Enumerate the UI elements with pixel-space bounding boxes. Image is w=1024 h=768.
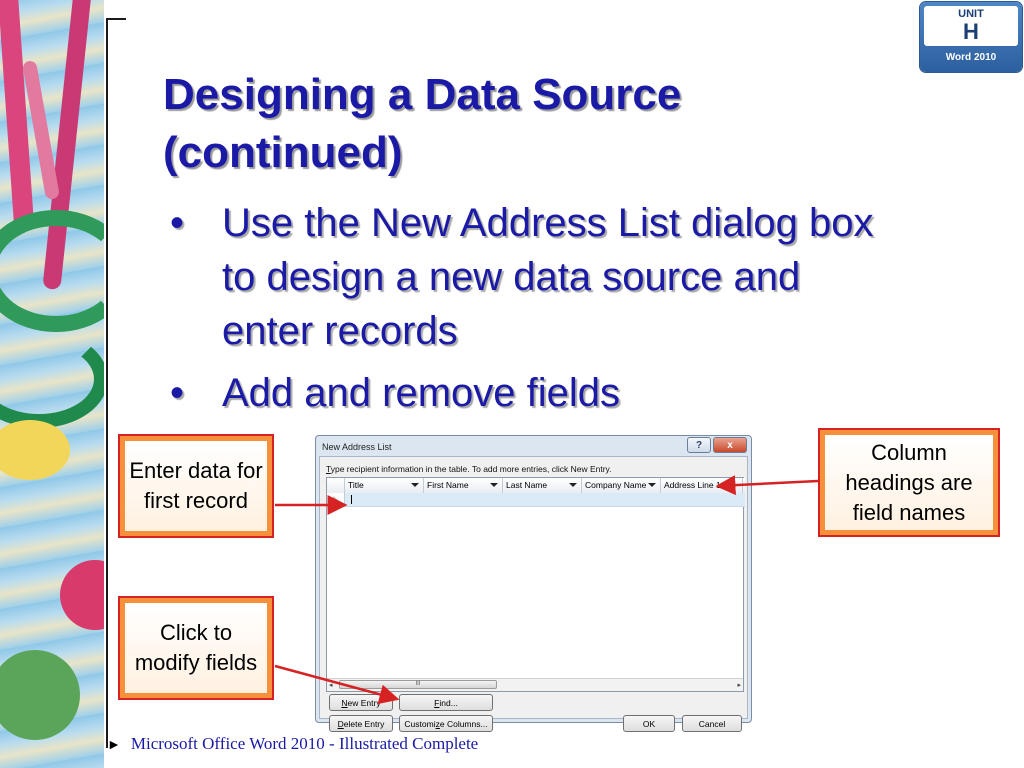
table-row[interactable] bbox=[327, 493, 745, 507]
new-address-list-dialog: New Address List ? x Type recipient info… bbox=[315, 435, 752, 732]
dialog-instruction: Type recipient information in the table.… bbox=[326, 464, 612, 474]
callout-column-headings: Column headings are field names bbox=[818, 428, 1000, 537]
row-selector[interactable] bbox=[327, 493, 345, 506]
row-selector-header bbox=[327, 478, 345, 493]
pink-stroke bbox=[0, 0, 35, 231]
column-header-title[interactable]: Title bbox=[345, 478, 424, 493]
footer-text: Microsoft Office Word 2010 - Illustrated… bbox=[130, 734, 479, 753]
bullet-list: • Use the New Address List dialog box to… bbox=[168, 196, 888, 428]
green-swirl bbox=[0, 210, 104, 332]
yellow-patch bbox=[0, 420, 70, 480]
close-icon: x bbox=[727, 439, 733, 451]
footer: ► Microsoft Office Word 2010 - Illustrate… bbox=[107, 734, 478, 754]
bullet-marker: • bbox=[170, 371, 185, 415]
dropdown-arrow-icon[interactable] bbox=[569, 483, 577, 487]
bullet-item: • Use the New Address List dialog box to… bbox=[168, 196, 888, 358]
cancel-button[interactable]: Cancel bbox=[682, 715, 742, 732]
horizontal-scrollbar[interactable]: ◂ III ▸ bbox=[327, 678, 743, 691]
close-button[interactable]: x bbox=[713, 437, 747, 453]
green-leaf bbox=[0, 650, 80, 740]
scroll-right-icon[interactable]: ▸ bbox=[737, 682, 741, 689]
dropdown-arrow-icon[interactable] bbox=[490, 483, 498, 487]
bullet-item: • Add and remove fields bbox=[168, 366, 888, 420]
green-swirl bbox=[0, 330, 104, 428]
callout-text: Enter data for first record bbox=[125, 441, 267, 531]
slide-frame-corner bbox=[106, 18, 126, 20]
help-button[interactable]: ? bbox=[687, 437, 711, 453]
title-line-2: (continued) bbox=[163, 128, 403, 177]
unit-badge-label: UNIT H bbox=[924, 6, 1018, 46]
title-line-1: Designing a Data Source bbox=[163, 70, 682, 119]
callout-enter-data: Enter data for first record bbox=[118, 434, 274, 538]
current-row-icon bbox=[333, 496, 338, 504]
column-header-company-name[interactable]: Company Name bbox=[582, 478, 661, 493]
ok-button[interactable]: OK bbox=[623, 715, 675, 732]
callout-text: Column headings are field names bbox=[825, 435, 993, 530]
product-label: Word 2010 bbox=[945, 52, 997, 63]
text-cursor bbox=[351, 495, 352, 504]
bullet-text: Add and remove fields bbox=[222, 371, 621, 415]
help-icon: ? bbox=[695, 439, 703, 451]
slide-title: Designing a Data Source (continued) bbox=[163, 66, 681, 182]
callout-click-modify: Click to modify fields bbox=[118, 596, 274, 700]
decorative-art-strip bbox=[0, 0, 104, 768]
dropdown-arrow-icon[interactable] bbox=[411, 483, 419, 487]
pink-flower bbox=[60, 560, 104, 630]
address-table[interactable]: Title First Name Last Name Company Name … bbox=[326, 477, 745, 692]
bullet-text: Use the New Address List dialog box to d… bbox=[222, 201, 874, 353]
unit-label: UNIT bbox=[958, 8, 984, 20]
dropdown-arrow-icon[interactable] bbox=[648, 483, 656, 487]
slide-frame-line bbox=[106, 18, 108, 748]
column-header-address-line-1[interactable]: Address Line 1 bbox=[661, 478, 743, 493]
dialog-body: Type recipient information in the table.… bbox=[319, 456, 748, 732]
column-header-first-name[interactable]: First Name bbox=[424, 478, 503, 493]
scrollbar-thumb[interactable]: III bbox=[339, 680, 497, 689]
table-header: Title First Name Last Name Company Name … bbox=[327, 478, 745, 494]
bullet-marker: • bbox=[170, 201, 185, 245]
unit-badge: UNIT H Word 2010 bbox=[920, 2, 1022, 72]
scroll-left-icon[interactable]: ◂ bbox=[329, 682, 333, 689]
dialog-title: New Address List bbox=[322, 442, 392, 452]
footer-marker-icon: ► bbox=[107, 738, 121, 753]
unit-letter: H bbox=[963, 19, 979, 44]
column-header-last-name[interactable]: Last Name bbox=[503, 478, 582, 493]
callout-text: Click to modify fields bbox=[125, 603, 267, 693]
